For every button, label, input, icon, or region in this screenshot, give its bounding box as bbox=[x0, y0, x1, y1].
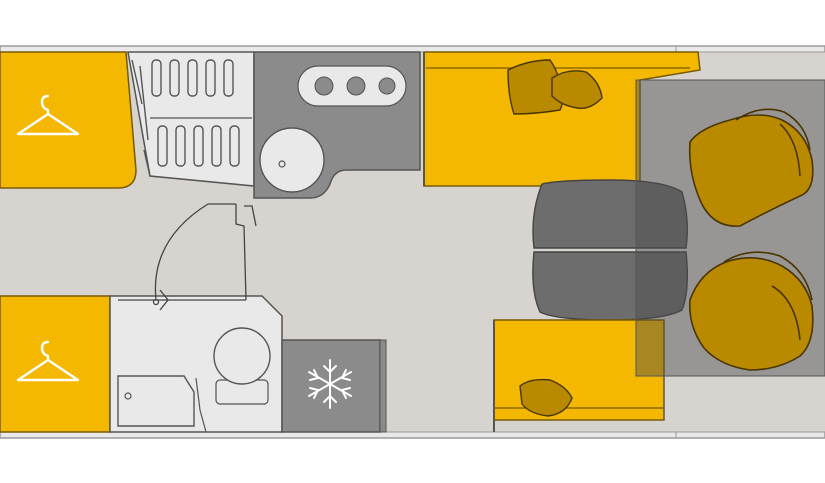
side-cabinet bbox=[379, 339, 387, 433]
pillow bbox=[507, 59, 603, 115]
kitchen-counter bbox=[253, 51, 421, 199]
wardrobe-top[interactable] bbox=[0, 51, 137, 189]
bathroom bbox=[109, 295, 283, 433]
hob[interactable] bbox=[297, 65, 407, 107]
driver-seat[interactable] bbox=[688, 108, 814, 227]
wardrobe-bottom[interactable] bbox=[0, 295, 111, 433]
hanger-icon bbox=[16, 94, 80, 136]
dining-table[interactable] bbox=[532, 179, 689, 321]
snowflake-icon bbox=[308, 359, 352, 409]
front-bench-left[interactable] bbox=[423, 51, 701, 187]
hanger-icon bbox=[16, 340, 80, 382]
storage-rack bbox=[127, 51, 255, 187]
fridge[interactable] bbox=[281, 339, 381, 433]
bathroom-door[interactable] bbox=[118, 203, 257, 311]
passenger-seat[interactable] bbox=[688, 251, 814, 371]
sink[interactable] bbox=[259, 127, 325, 193]
toilet[interactable] bbox=[213, 327, 271, 405]
pillow bbox=[519, 378, 573, 417]
shower-tray[interactable] bbox=[117, 375, 195, 427]
